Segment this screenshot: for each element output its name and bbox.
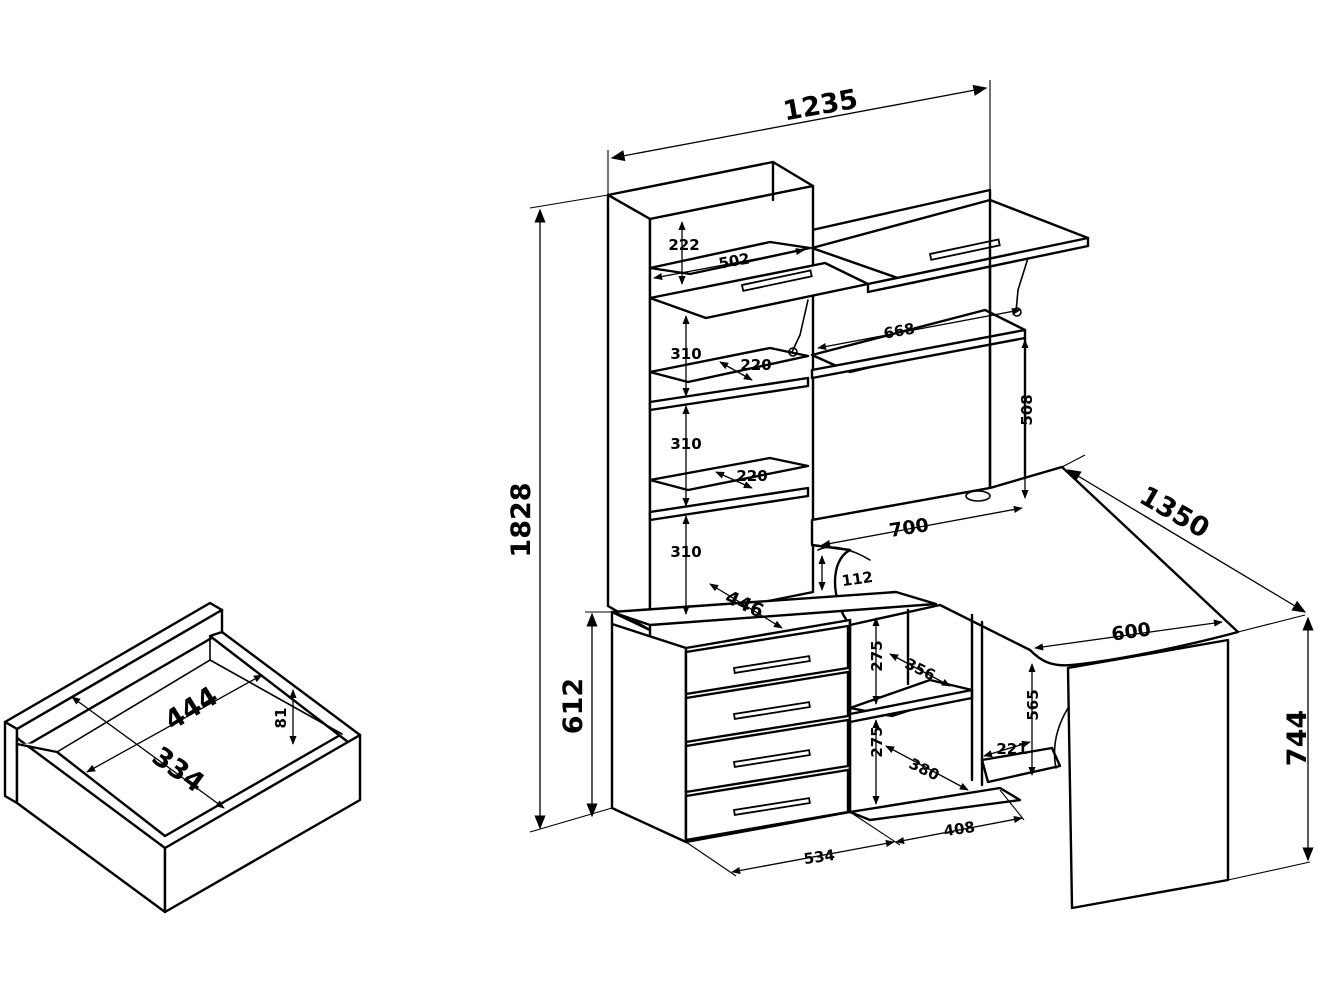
- cabinet-left-side: [610, 622, 688, 844]
- dim-label-220-2: 220: [736, 467, 767, 485]
- dim-label-1828: 1828: [506, 482, 537, 557]
- ext-408-left: [849, 811, 901, 846]
- dim-label-668: 668: [882, 319, 916, 342]
- dim-line-700: [821, 505, 1023, 548]
- dim-line-534: [731, 839, 895, 875]
- drawer-front-side: [3, 720, 19, 805]
- ext-1828-top: [529, 194, 609, 209]
- dim-label-612: 612: [558, 678, 589, 734]
- upper-flap-handle: [928, 238, 1001, 261]
- dim-label-112: 112: [841, 568, 875, 590]
- drawer-right-wall: [208, 630, 362, 744]
- dim-line-221: [983, 740, 1031, 758]
- dim-label-508: 508: [1018, 394, 1036, 425]
- cabinet-bottom: [848, 786, 1022, 822]
- dim-label-1350: 1350: [1134, 480, 1215, 544]
- dim-line-1350: [1066, 469, 1307, 613]
- dim-label-534: 534: [803, 846, 837, 868]
- dim-line-220-1: [719, 361, 753, 381]
- dim-label-380: 380: [906, 755, 942, 785]
- dim-label-310-3: 310: [670, 543, 701, 561]
- leg-curve: [1053, 707, 1069, 769]
- drawer-3-handle: [732, 749, 811, 768]
- bookcase-strut-pivot: [788, 347, 798, 357]
- dim-line-356: [889, 653, 951, 687]
- ext-534-left: [685, 841, 737, 877]
- dim-label-81: 81: [272, 708, 290, 729]
- dim-label-275-2: 275: [868, 726, 886, 757]
- drawer-front-wall: [163, 733, 362, 914]
- dim-label-222: 222: [668, 236, 699, 254]
- dim-line-220-2: [715, 471, 753, 489]
- desk-top-curve: [817, 546, 871, 561]
- dim-label-444: 444: [159, 681, 223, 737]
- cable-hole: [965, 490, 991, 502]
- drawer-4-handle: [732, 797, 811, 816]
- ext-408-right: [999, 789, 1025, 821]
- bookcase-flap-strut: [791, 299, 809, 353]
- drawer-2: [684, 670, 850, 744]
- ext-1828-bottom: [529, 807, 613, 833]
- dim-label-408: 408: [943, 818, 977, 840]
- upper-flap-strut: [1015, 257, 1029, 313]
- drawer-2-handle: [732, 701, 811, 720]
- dim-label-275-1: 275: [868, 640, 886, 671]
- dim-line-408: [895, 815, 1023, 845]
- dim-label-310-1: 310: [670, 345, 701, 363]
- dim-line-668: [817, 307, 1021, 351]
- dim-label-502: 502: [717, 249, 751, 272]
- ext-744-bottom: [1227, 861, 1311, 881]
- drawer-illustration: 444 334 81: [3, 601, 362, 914]
- bookcase-left-side: [606, 193, 652, 632]
- dim-line-502: [653, 247, 805, 281]
- ext-1350-left: [1061, 454, 1086, 468]
- drawer-1: [684, 624, 850, 696]
- dim-label-1235: 1235: [781, 84, 860, 128]
- drawer-inner-floor-edge: [209, 659, 343, 735]
- drawer-1-handle: [732, 655, 811, 674]
- dim-line-600: [1034, 619, 1223, 651]
- dim-label-565: 565: [1024, 689, 1042, 720]
- ext-1350-right: [1237, 614, 1306, 633]
- dim-label-221: 221: [996, 740, 1027, 758]
- dim-line-446: [709, 583, 783, 629]
- bookcase-shelf-2-front: [648, 376, 810, 412]
- dim-label-310-2: 310: [670, 435, 701, 453]
- desk-illustration: 1235 1828 612 1350 744 700 600 446 222: [506, 80, 1314, 910]
- dim-label-744: 744: [1282, 710, 1313, 766]
- dim-line-1235: [610, 84, 988, 162]
- bookcase-shelf-3-front: [648, 486, 810, 522]
- dim-line-334: [86, 674, 263, 773]
- dim-label-600: 600: [1110, 618, 1152, 645]
- drawer-front-face: [15, 608, 224, 753]
- right-leg-panel: [1066, 638, 1230, 910]
- dim-label-220-1: 220: [740, 356, 771, 374]
- upper-flap-edge: [866, 236, 1090, 294]
- dim-line-380: [885, 745, 969, 791]
